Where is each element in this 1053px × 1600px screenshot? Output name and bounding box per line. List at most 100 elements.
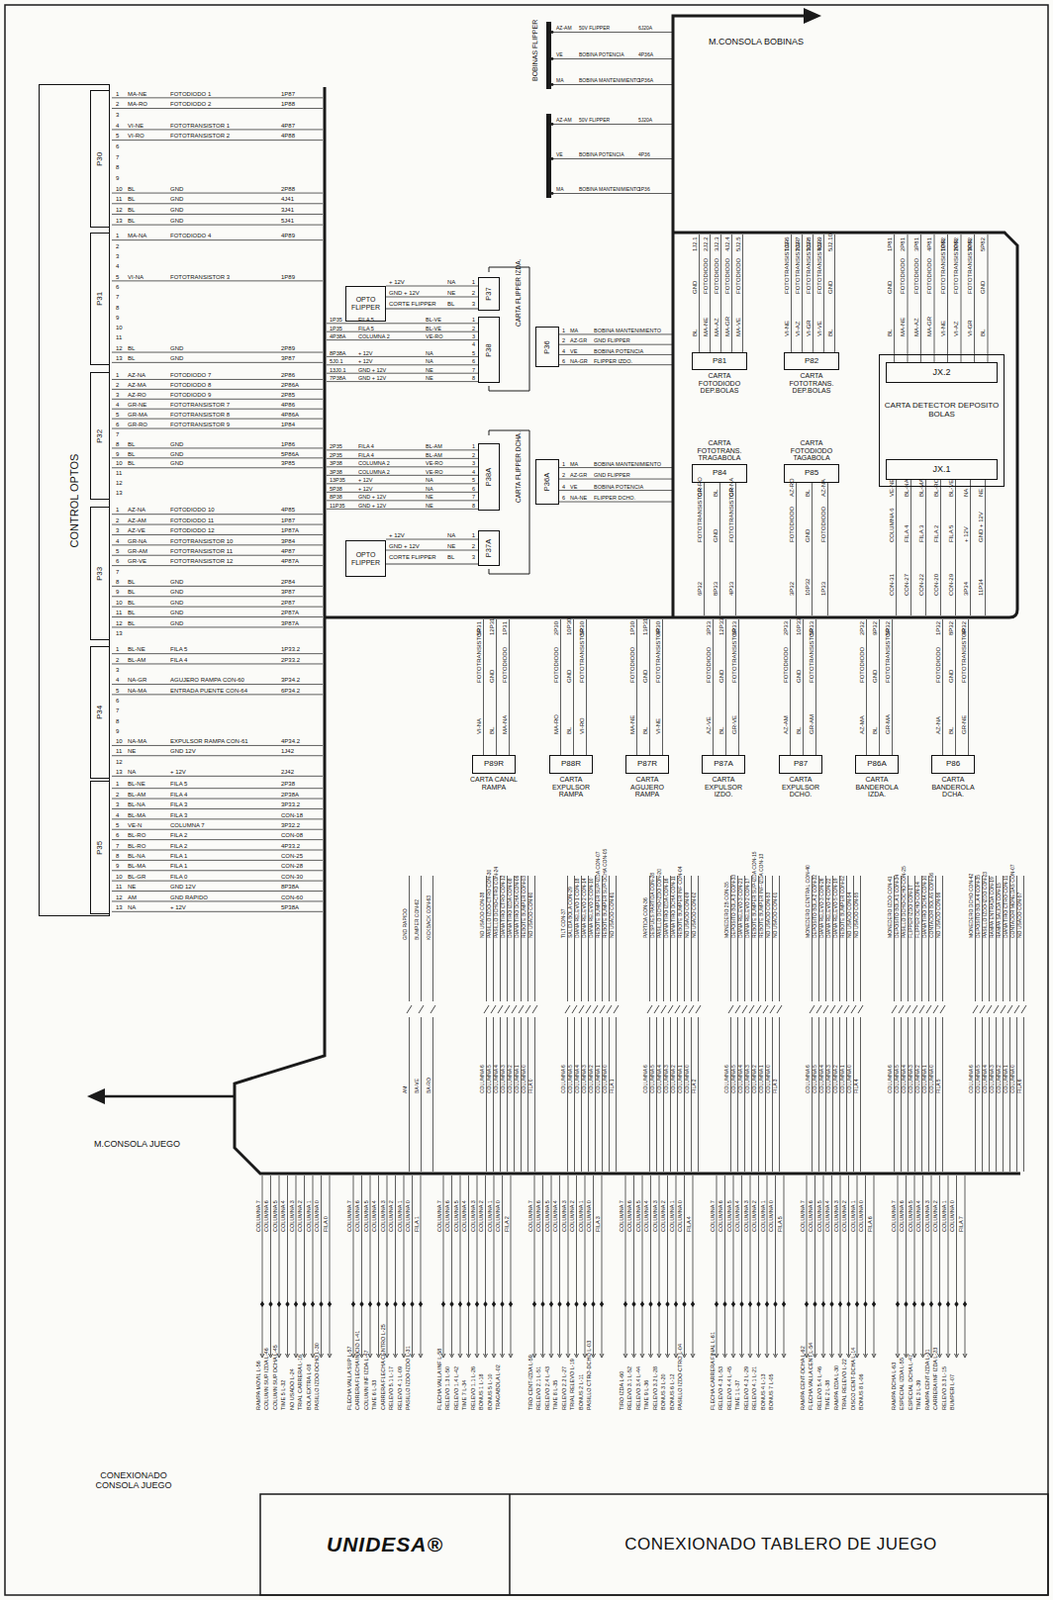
node-label: P85	[804, 469, 819, 479]
switch-name: BOLA EXTRA L-08	[305, 1364, 312, 1411]
pin-number: 6	[562, 358, 566, 365]
break-mark	[1014, 1005, 1020, 1014]
switch-name: RELEVO 1.4 L-42	[453, 1366, 460, 1411]
wire	[921, 1017, 923, 1172]
wire-label: COLUMNA 6	[805, 1064, 812, 1094]
wire-label: COLUMNA 3	[288, 1200, 295, 1233]
wire	[567, 1017, 569, 1172]
switch-name: TRAGABOLA L-02	[494, 1364, 501, 1411]
pin-table-cell: NA-NE	[570, 494, 587, 501]
pin-table-cell: 11	[115, 748, 122, 756]
wire-label: BL	[691, 329, 699, 337]
switch-name: RELEVO 2.1 L-51	[535, 1366, 542, 1411]
pin-table-cell: BL	[127, 599, 135, 607]
wire	[633, 1175, 635, 1356]
wire-label: CON-27	[903, 574, 911, 596]
wire-label: FILA 6	[1017, 1079, 1024, 1094]
wire	[737, 1017, 739, 1172]
wire-label: COLUMNA 4	[552, 1200, 559, 1233]
wire	[981, 1017, 983, 1172]
pin-table-cell: 5	[115, 687, 119, 695]
pin-table-cell: GND	[170, 355, 184, 363]
pin-table-cell: 8	[115, 853, 119, 861]
pin-table-cell: 1P84	[281, 421, 295, 429]
wire	[649, 1017, 651, 1172]
coil-terminal	[551, 122, 555, 126]
pin-table-cell: GR-NE	[127, 401, 147, 409]
arrow-head	[803, 7, 822, 24]
wire-label: COLUMNA 1	[396, 1200, 403, 1233]
pin-table-cell: MA	[570, 461, 578, 468]
wire	[574, 1017, 575, 1172]
switch-name: TIME 2 L-38	[824, 1380, 831, 1411]
wire	[111, 890, 323, 892]
wire-label: COLUMNA 1	[669, 1200, 675, 1233]
wire	[477, 1175, 479, 1356]
wire-label: COLUMNA 7	[618, 1200, 625, 1233]
wire	[742, 234, 744, 353]
wire-label: COLUMNA 0	[929, 1064, 936, 1094]
wire-label: FILA 1	[413, 1216, 420, 1233]
wire	[326, 475, 479, 477]
wire-label: COLUMNA 2	[932, 1200, 939, 1233]
pin-table-cell: 1	[115, 91, 119, 98]
wire	[312, 1175, 314, 1356]
wire	[783, 1175, 785, 1356]
connector-diamond	[277, 1301, 282, 1308]
switch-name: ESPECIAL DCHA L-47	[907, 1354, 914, 1411]
pin-table-cell: VE-N	[127, 822, 142, 830]
connector-diamond	[895, 1301, 900, 1308]
wire-label: COLUMNA 3	[581, 1064, 588, 1094]
pin-table-cell: MA-RO	[127, 100, 148, 108]
break-mark	[585, 1005, 591, 1014]
controller-box: P30P31P32P33P34P35CONTROL OPTOS	[38, 84, 110, 917]
wire	[934, 234, 936, 363]
break-mark	[940, 1005, 946, 1014]
wire	[111, 467, 323, 469]
wire-label: 5J2.10	[827, 233, 835, 252]
wire	[860, 875, 862, 1002]
pin-table-cell: 4	[115, 401, 119, 409]
wire-label: RAMPA ENTRADA CON-19	[989, 876, 996, 939]
pin-table-cell: BL-AM	[425, 452, 443, 459]
connector-diamond	[409, 1301, 414, 1308]
wire-label: COLUMNA 2	[569, 1200, 575, 1233]
switch-name: CARRERA FLECHA CENTRO L-25	[380, 1324, 386, 1411]
pin-table-cell: 12	[115, 345, 123, 353]
pin-table-cell: 6	[115, 421, 119, 429]
wire	[111, 128, 323, 130]
pin-table-cell: BL-AM	[425, 443, 443, 450]
pin-table-cell: 2J42	[281, 768, 294, 776]
wire-label: NO USADO CON-38	[479, 892, 486, 939]
wire-end	[740, 1353, 745, 1358]
pin-table-cell: FILA 1	[170, 853, 188, 861]
wire-label: GR-NE	[960, 715, 968, 735]
wire-label: FOTODIODO	[629, 647, 637, 683]
break-mark	[816, 1005, 822, 1014]
wire	[111, 839, 323, 841]
wire	[552, 123, 673, 125]
pin-table-cell: BL-VE	[425, 316, 442, 323]
connector-diamond	[549, 1301, 554, 1308]
pin-table-cell: 9	[115, 451, 119, 459]
switch-name: PASILLO IZDO-IZDO L-31	[404, 1345, 411, 1411]
pin-table-cell: + 12V	[388, 532, 405, 540]
wire-label: COLUMNA 6	[626, 1200, 633, 1233]
wire-end	[475, 1353, 479, 1358]
pin-table-cell: 8P38A	[329, 350, 347, 357]
wire	[485, 1017, 487, 1172]
pin-number: 2	[562, 472, 566, 479]
connector-diamond	[540, 1301, 545, 1308]
wire	[552, 192, 673, 194]
break-mark	[837, 1005, 843, 1014]
connector-diamond	[599, 1301, 604, 1308]
pin-table-cell: 2	[115, 791, 119, 799]
break-mark	[490, 1005, 496, 1014]
wire-label: FOTOTRANSISTOR	[816, 239, 824, 294]
node-label: P36A	[543, 473, 552, 491]
coil-wire-label: AZ-AM	[556, 25, 573, 32]
wire-label: FOTOTRANSISTOR	[655, 628, 663, 683]
wire-label: NO USADO CON-56	[936, 892, 943, 939]
wire	[111, 457, 323, 459]
pin-table-cell: FOTOTRANSISTOR 12	[170, 558, 233, 566]
